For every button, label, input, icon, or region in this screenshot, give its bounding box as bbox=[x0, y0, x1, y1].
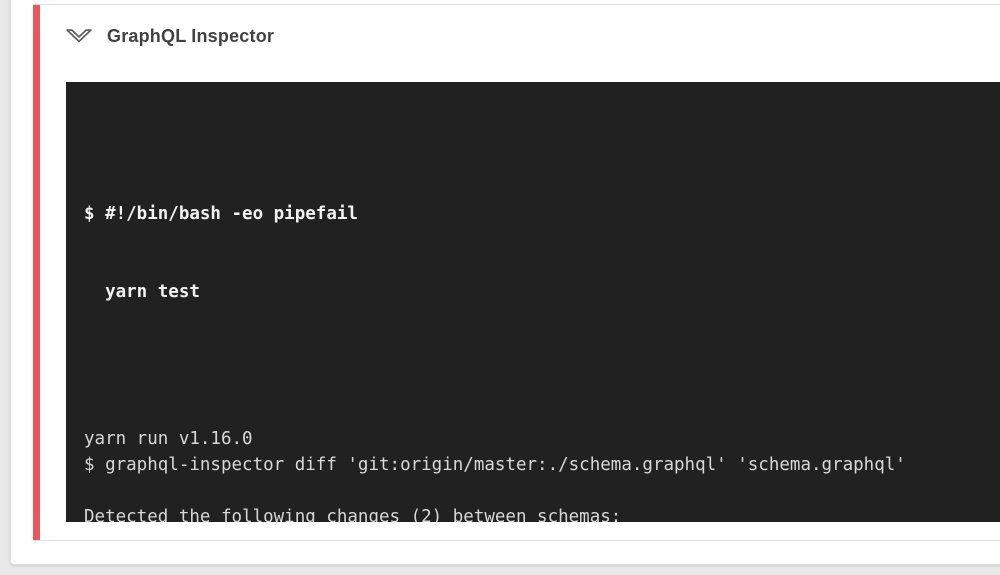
terminal-text-segment: Detected the following changes (2) betwe… bbox=[84, 507, 622, 522]
terminal-command-line: $ #!/bin/bash -eo pipefail bbox=[84, 204, 358, 224]
terminal-line: $ graphql-inspector diff 'git:origin/mas… bbox=[84, 452, 1000, 478]
terminal-command-line: yarn test bbox=[84, 282, 200, 302]
chevron-down-outline-icon[interactable] bbox=[65, 24, 93, 48]
content-card: GraphQL Inspector $ #!/bin/bash -eo pipe… bbox=[10, 0, 1000, 565]
terminal-text-segment: $ graphql-inspector diff 'git:origin/mas… bbox=[84, 455, 906, 475]
terminal-line: yarn run v1.16.0 bbox=[84, 426, 1000, 452]
terminal-output-block: yarn run v1.16.0 $ graphql-inspector diff… bbox=[84, 426, 1000, 522]
step-title: GraphQL Inspector bbox=[107, 25, 275, 46]
terminal-text-segment: yarn run v1.16.0 bbox=[84, 429, 253, 449]
terminal-command-block: $ #!/bin/bash -eo pipefail yarn test bbox=[84, 149, 1000, 357]
step-header[interactable]: GraphQL Inspector bbox=[40, 5, 274, 67]
terminal-line bbox=[84, 478, 1000, 504]
terminal-output: $ #!/bin/bash -eo pipefail yarn test yar… bbox=[66, 82, 1000, 522]
build-step: GraphQL Inspector $ #!/bin/bash -eo pipe… bbox=[33, 4, 1000, 541]
terminal-line: Detected the following changes (2) betwe… bbox=[84, 504, 1000, 522]
step-status-accent bbox=[33, 5, 40, 540]
